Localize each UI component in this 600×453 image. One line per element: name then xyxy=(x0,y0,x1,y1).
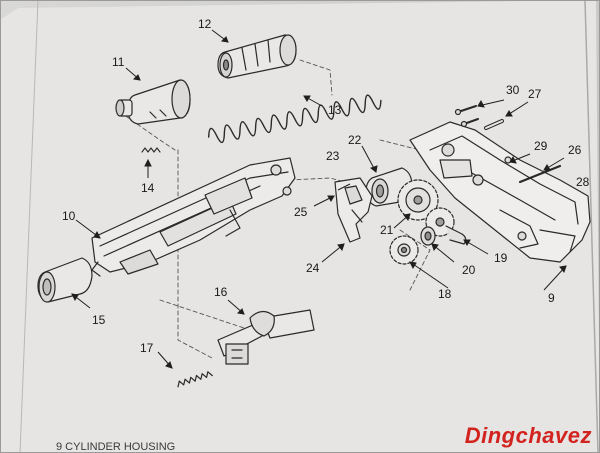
callout-17: 17 xyxy=(140,341,154,355)
part-26-pin xyxy=(518,164,562,184)
paper-left-edge xyxy=(19,0,39,453)
callout-11: 11 xyxy=(112,55,125,69)
callout-10: 10 xyxy=(62,209,76,223)
callout-12: 12 xyxy=(198,17,212,31)
callout-13: 13 xyxy=(328,103,342,117)
part-13-spring xyxy=(207,94,382,144)
callout-29: 29 xyxy=(534,139,548,153)
part-30-screws xyxy=(454,105,479,128)
part-11-cylinder xyxy=(115,79,191,125)
part-9-housing xyxy=(409,121,591,263)
callout-20: 20 xyxy=(462,263,476,277)
callout-28: 28 xyxy=(576,175,590,189)
footer-caption: 9 CYLINDER HOUSING xyxy=(56,441,175,453)
watermark-signature: Dingchavez xyxy=(464,423,592,448)
part-17-small-spring xyxy=(177,371,213,388)
part-16-lever xyxy=(217,309,315,365)
part-14-small-spring xyxy=(141,147,161,153)
part-20-collar xyxy=(420,226,436,246)
part-21-gear xyxy=(397,179,439,221)
callout-25: 25 xyxy=(294,205,308,219)
page-fold-line xyxy=(584,0,599,453)
part-10-receiver-body xyxy=(91,157,296,277)
part-27-pin xyxy=(484,119,504,130)
callout-24: 24 xyxy=(306,261,320,275)
callout-14: 14 xyxy=(141,181,155,195)
callout-23: 23 xyxy=(326,149,340,163)
part-12-piston xyxy=(217,34,297,79)
part-15-sleeve xyxy=(37,257,93,303)
callout-19: 19 xyxy=(494,251,508,265)
callout-21: 21 xyxy=(380,223,394,237)
callout-labels: 9 10 11 12 13 14 15 16 17 18 19 20 21 22… xyxy=(62,17,590,355)
callout-30: 30 xyxy=(506,83,520,97)
callout-9: 9 xyxy=(548,291,555,305)
callout-26: 26 xyxy=(568,143,582,157)
part-24-trigger-block xyxy=(334,177,373,243)
callout-15: 15 xyxy=(92,313,106,327)
part-18-gear xyxy=(389,235,419,265)
leader-arrows xyxy=(71,29,567,369)
callout-22: 22 xyxy=(348,133,362,147)
callout-27: 27 xyxy=(528,87,542,101)
callout-18: 18 xyxy=(438,287,452,301)
callout-16: 16 xyxy=(214,285,228,299)
